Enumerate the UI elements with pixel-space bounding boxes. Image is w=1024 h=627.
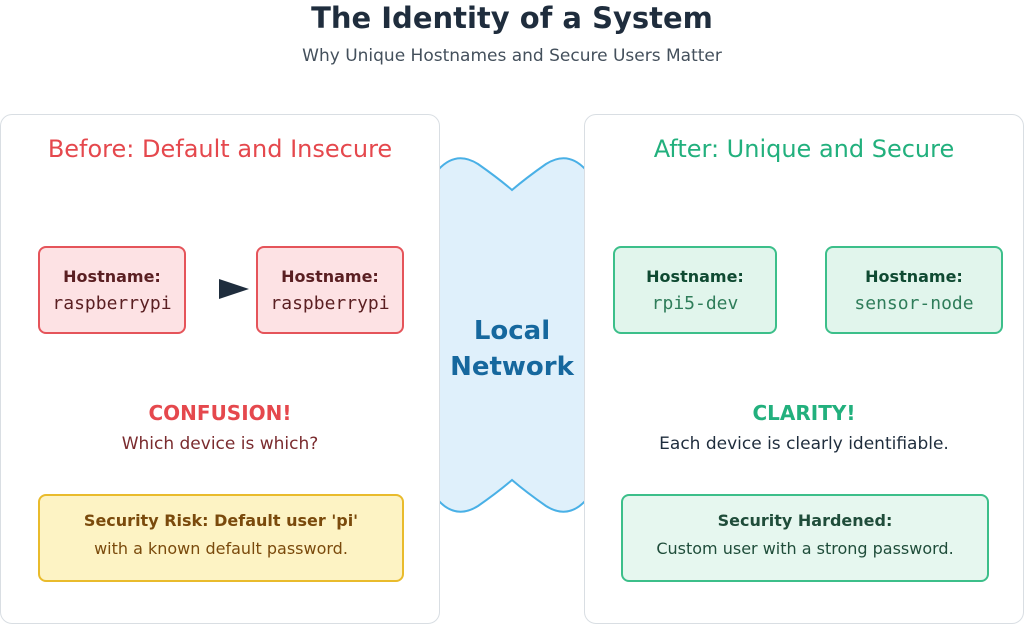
arrow-right-icon	[219, 279, 249, 299]
security-risk-heading: Security Risk: Default user 'pi'	[83, 511, 359, 530]
network-label: Local Network	[438, 313, 586, 385]
security-hardened-box: Security Hardened: Custom user with a st…	[621, 494, 989, 582]
network-label-line1: Local	[473, 316, 551, 346]
confusion-heading: CONFUSION!	[148, 401, 292, 425]
confusion-text: Which device is which?	[121, 434, 319, 454]
before-host-card-2: Hostname: raspberrypi	[256, 246, 404, 334]
host-label: Hostname:	[865, 267, 963, 286]
before-host-card-1: Hostname: raspberrypi	[38, 246, 186, 334]
clarity-heading: CLARITY!	[752, 401, 856, 425]
host-label: Hostname:	[63, 267, 161, 286]
host-label: Hostname:	[281, 267, 379, 286]
before-panel: Before: Default and Insecure Hostname: r…	[0, 114, 440, 624]
host-label: Hostname:	[646, 267, 744, 286]
security-risk-text: with a known default password.	[94, 539, 348, 558]
before-panel-title: Before: Default and Insecure	[47, 135, 393, 163]
network-label-line2: Network	[450, 352, 574, 382]
after-host-card-2: Hostname: sensor-node	[825, 246, 1003, 334]
after-panel-title: After: Unique and Secure	[653, 135, 955, 163]
clarity-text: Each device is clearly identifiable.	[659, 434, 949, 454]
after-panel: After: Unique and Secure Hostname: rpi5-…	[584, 114, 1024, 624]
host-value: raspberrypi	[270, 293, 390, 314]
host-value: rpi5-dev	[651, 293, 739, 314]
diagram-subtitle: Why Unique Hostnames and Secure Users Ma…	[302, 46, 722, 66]
security-risk-box: Security Risk: Default user 'pi' with a …	[38, 494, 404, 582]
host-value: raspberrypi	[52, 293, 172, 314]
security-hardened-heading: Security Hardened:	[717, 511, 893, 530]
cloud-icon	[438, 157, 586, 513]
host-value: sensor-node	[854, 293, 974, 314]
after-host-card-1: Hostname: rpi5-dev	[613, 246, 777, 334]
security-hardened-text: Custom user with a strong password.	[656, 539, 954, 558]
diagram-title: The Identity of a System	[311, 1, 713, 35]
